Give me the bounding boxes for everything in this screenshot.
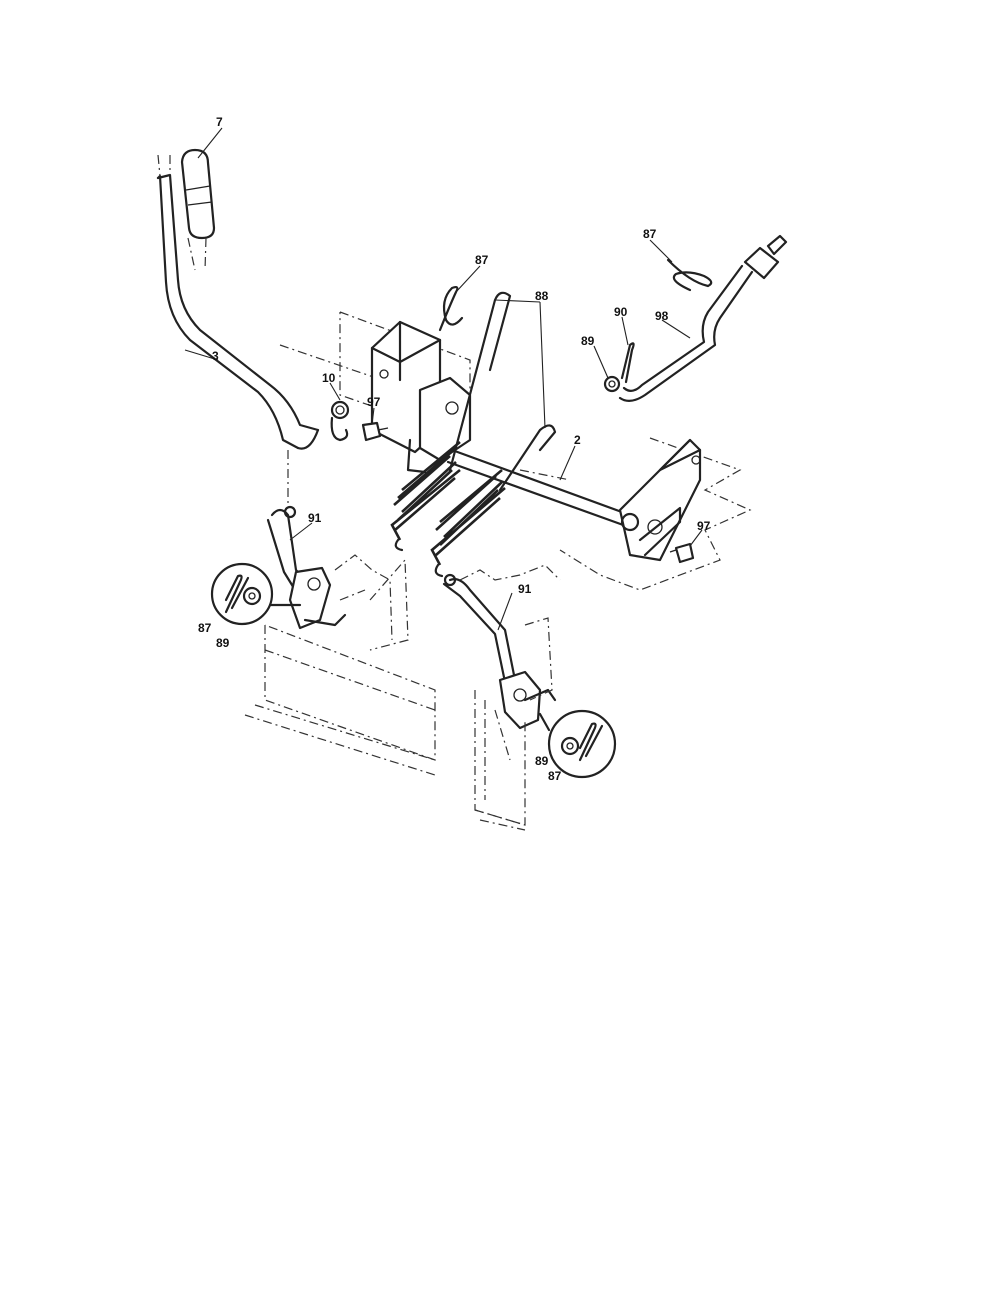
callout-89-left: 89: [216, 636, 230, 650]
callout-88: 88: [535, 289, 549, 303]
callout-87-bottom: 87: [548, 769, 562, 783]
callout-3: 3: [212, 349, 219, 363]
callout-97-center: 97: [367, 395, 381, 409]
callout-87-right: 87: [643, 227, 657, 241]
lift-lever-part-3: [156, 154, 320, 505]
handle-grip-part-7: [180, 148, 216, 271]
callout-7: 7: [216, 115, 223, 129]
callout-97-right: 97: [697, 519, 711, 533]
callout-98: 98: [655, 309, 669, 323]
nut-part-97-right: [669, 542, 695, 564]
hairpin-clip-part-87-top: [438, 286, 464, 332]
callout-91-left: 91: [308, 511, 322, 525]
cross-shaft-part-2: [446, 448, 632, 528]
washer-part-89-right: [603, 375, 621, 393]
callout-labels: 7 3 87 10 97 88 2 87 98 90 89 97 91 87 8…: [198, 115, 711, 783]
extension-springs: [390, 440, 506, 578]
left-lower-linkage: [288, 554, 393, 641]
rod-part-98: [618, 234, 788, 402]
right-lower-linkage: [498, 617, 557, 730]
leader-lines: [184, 127, 703, 631]
hairpin-clip-part-87-right: [666, 258, 713, 292]
link-rod-part-91-right: [442, 573, 517, 684]
callout-87-top: 87: [475, 253, 489, 267]
right-lift-bracket: [618, 438, 702, 562]
callout-87-left: 87: [198, 621, 212, 635]
detail-circle-right: [538, 709, 617, 779]
callout-89-bottom: 89: [535, 754, 549, 768]
detail-circle-left: [210, 562, 302, 626]
callout-91-right: 91: [518, 582, 532, 596]
spring-clip-part-10: [330, 400, 350, 442]
callout-90: 90: [614, 305, 628, 319]
hairpin-part-90: [620, 342, 635, 384]
left-deck-housing: [264, 558, 436, 761]
callout-2: 2: [574, 433, 581, 447]
callout-89-right: 89: [581, 334, 595, 348]
right-deck-housing: [474, 690, 526, 826]
callout-10: 10: [322, 371, 336, 385]
